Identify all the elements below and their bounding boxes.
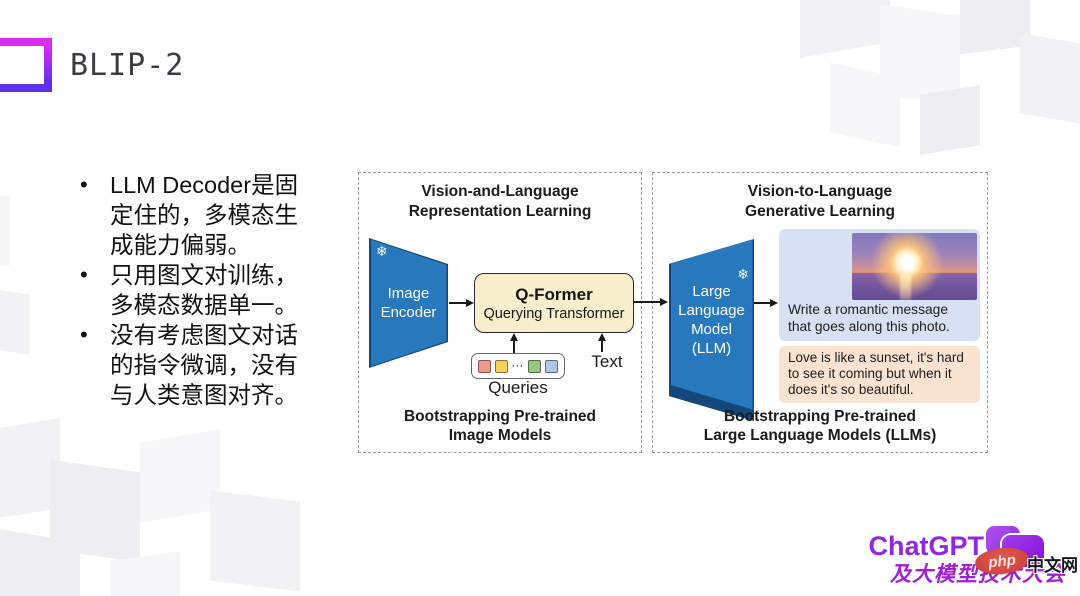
prompt-box: Write a romantic message that goes along… [779, 229, 980, 341]
query-token-swatch [495, 359, 508, 373]
query-token-swatch [478, 359, 491, 373]
php-watermark-suffix: 中文网 [1027, 556, 1078, 575]
conference-logo: ChatGPT 及大模型技术大会 [848, 526, 1078, 588]
qformer-block: Q-Former Querying Transformer [474, 273, 634, 333]
arrow-qformer-to-llm [633, 301, 661, 303]
query-token-swatch [528, 359, 541, 373]
query-token-swatch [545, 359, 558, 373]
llm-label: Language [678, 302, 745, 319]
arrow-llm-to-output [754, 302, 771, 304]
prompt-text: Write a romantic message that goes along… [788, 302, 950, 334]
arrowhead-icon [466, 298, 474, 307]
blip2-architecture-diagram: Vision-and-Language Representation Learn… [358, 172, 990, 455]
arrow-text-to-qformer [601, 340, 603, 352]
arrowhead-icon [509, 333, 518, 341]
arrowhead-icon [660, 297, 668, 306]
right-panel-header: Vision-to-Language Generative Learning [745, 183, 895, 220]
bullet-item: 没有考虑图文对话的指令微调，没有与人类意图对齐。 [74, 320, 318, 410]
brand-subtitle: 及大模型技术大会 [890, 563, 1066, 586]
llm-label: (LLM) [691, 340, 732, 357]
background-cubes-top-right [790, 0, 1080, 170]
qformer-subtitle: Querying Transformer [483, 305, 625, 322]
response-text: Love is like a sunset, it's hard to see … [788, 350, 964, 397]
response-box: Love is like a sunset, it's hard to see … [779, 346, 980, 403]
brand-name: ChatGPT [868, 530, 984, 561]
bullet-item: 只用图文对训练，多模态数据单一。 [74, 260, 318, 320]
representation-learning-panel: Vision-and-Language Representation Learn… [358, 172, 642, 453]
llm-label: Model [691, 321, 732, 338]
page-title: BLIP-2 [70, 48, 185, 83]
title-accent-square-icon [0, 38, 52, 92]
left-panel-header: Vision-and-Language Representation Learn… [408, 183, 592, 220]
llm-block: Large Language Model (LLM) ❄ [669, 239, 754, 421]
qformer-title: Q-Former [515, 284, 593, 304]
arrow-queries-to-qformer [513, 340, 515, 353]
arrowhead-icon [770, 298, 778, 307]
snowflake-icon: ❄ [376, 243, 388, 259]
right-panel-caption: Bootstrapping Pre-trained Large Language… [703, 408, 937, 444]
snowflake-icon: ❄ [737, 266, 749, 282]
arrow-encoder-to-qformer [449, 302, 467, 304]
image-encoder-label: Image Encoder [380, 285, 437, 321]
left-panel-caption: Bootstrapping Pre-trained Image Models [403, 408, 597, 444]
arrowhead-icon [597, 333, 606, 341]
image-encoder-block: Image Encoder ❄ [369, 238, 448, 368]
sunset-photo [852, 233, 977, 300]
background-cubes-mid-left [0, 170, 70, 430]
ellipsis: ··· [512, 361, 524, 371]
llm-label: Large [692, 283, 731, 300]
background-cubes-bottom-left [0, 406, 340, 596]
generative-learning-panel: Vision-to-Language Generative Learning L… [652, 172, 988, 453]
queries-token-strip: ··· [471, 353, 565, 379]
bullet-list: LLM Decoder是固定住的，多模态生成能力偏弱。 只用图文对训练，多模态数… [74, 170, 318, 410]
text-label: Text [591, 352, 623, 371]
bullet-item: LLM Decoder是固定住的，多模态生成能力偏弱。 [74, 170, 318, 260]
queries-label: Queries [488, 378, 548, 397]
